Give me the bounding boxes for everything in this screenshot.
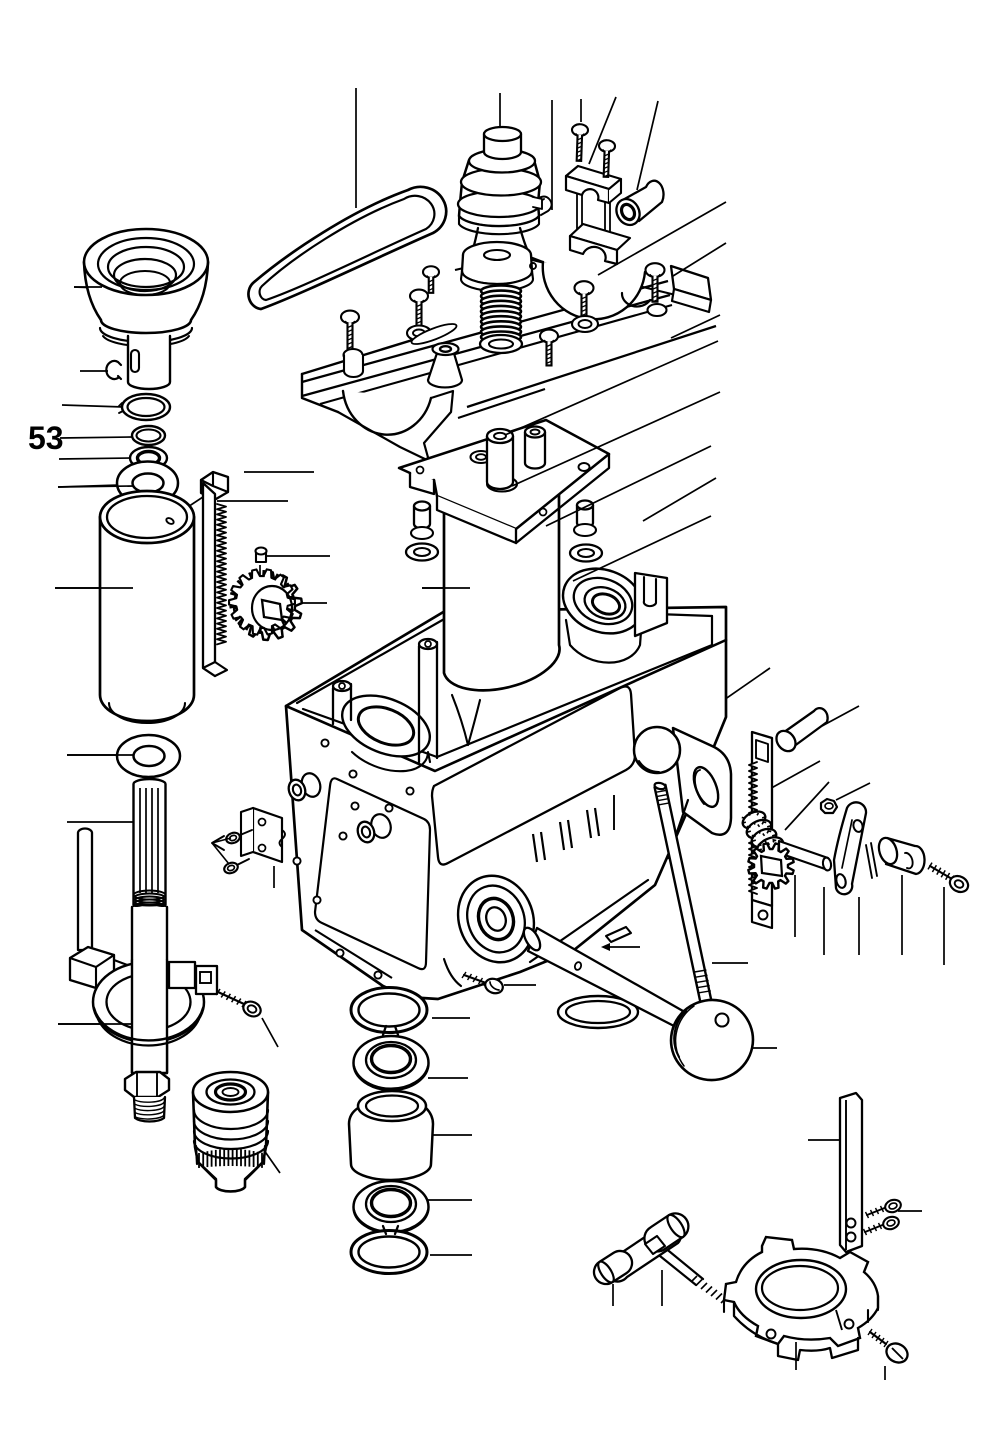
svg-text:53: 53 — [28, 420, 64, 456]
